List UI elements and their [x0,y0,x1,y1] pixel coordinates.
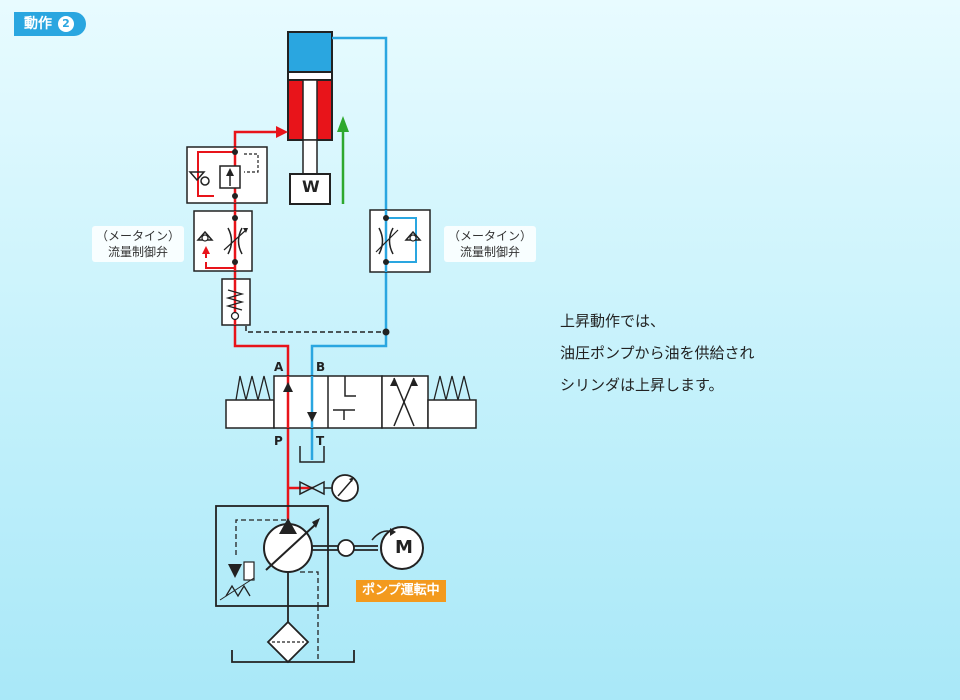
description-line-3: シリンダは上昇します。 [560,376,724,394]
tank-icon [231,650,355,663]
motor-icon [380,526,424,570]
left-valve-label-line1: （メータイン） [96,229,181,243]
left-valve-label: （メータイン） 流量制御弁 [92,226,185,262]
right-valve-label: （メータイン） 流量制御弁 [444,226,537,262]
motor-label: M [395,537,413,558]
port-t-label: T [316,434,325,448]
check-valve-icon [186,146,268,204]
pump-status-badge: ポンプ運転中 [356,580,446,602]
coupling [337,539,355,557]
description-line-2: 油圧ポンプから油を供給され [560,344,755,362]
filter-icon [266,620,310,664]
port-b-label: B [316,360,326,374]
flow-control-valve-icon [369,209,431,273]
weight-block [289,173,331,205]
port-a-label: A [274,360,284,374]
directional-valve-icon [225,375,477,429]
right-valve-label-line1: （メータイン） [448,229,533,243]
step-number: 2 [58,16,74,32]
flow-control-valve-icon [193,210,253,272]
right-valve-label-line2: 流量制御弁 [460,245,521,259]
spring-check-box [221,278,251,326]
step-badge: 動作 2 [14,12,86,36]
left-valve-label-line2: 流量制御弁 [108,245,169,259]
cylinder-icon [287,31,333,205]
pilot-line [245,318,386,333]
pump-icon [215,505,329,607]
port-p-label: P [274,434,283,448]
step-title: 動作 [24,16,52,32]
description-line-1: 上昇動作では、 [560,312,666,330]
up-arrow-icon [337,116,349,204]
pressure-gauge-icon [299,474,359,502]
tank-return-marker [299,446,325,463]
description-text: 上昇動作では、 油圧ポンプから油を供給され シリンダは上昇します。 [560,305,890,401]
weight-label: W [302,177,320,196]
